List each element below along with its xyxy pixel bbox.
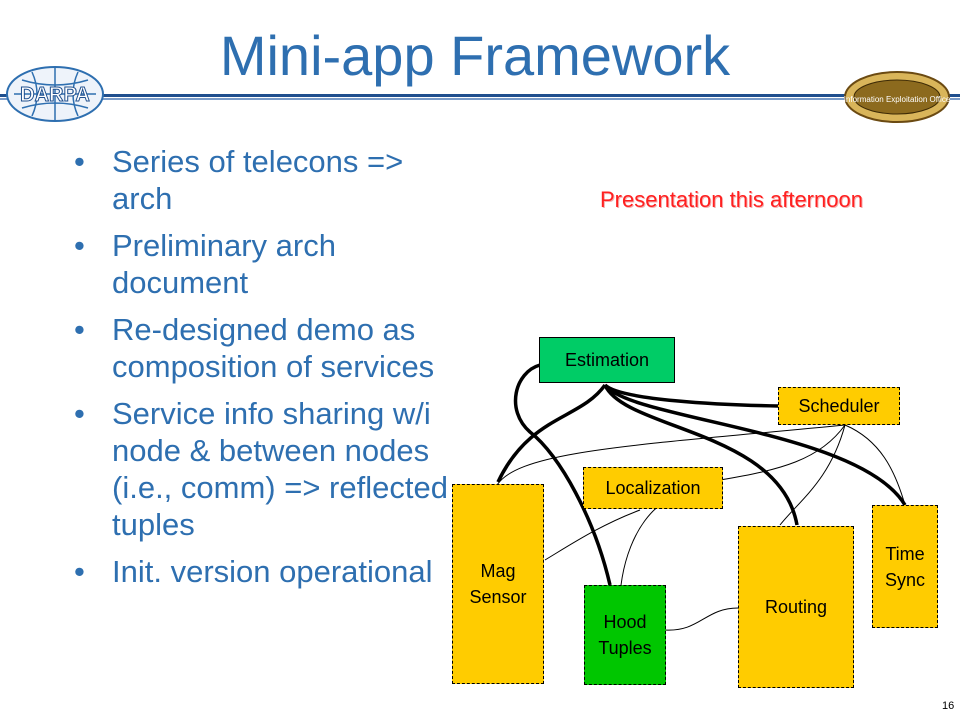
bullet-item: • Re-designed demo as composition of serv… bbox=[70, 311, 450, 385]
box-estimation[interactable]: Estimation bbox=[539, 337, 675, 383]
connector-thin bbox=[496, 424, 846, 486]
bullet-text: Re-designed demo as composition of servi… bbox=[112, 312, 435, 384]
title-rule bbox=[0, 94, 960, 101]
box-routing[interactable]: Routing bbox=[738, 526, 854, 688]
connector-thick bbox=[513, 363, 612, 586]
bullet-text: Init. version operational bbox=[112, 554, 433, 589]
bullet-dot-icon: • bbox=[74, 144, 85, 179]
darpa-logo: DARPA bbox=[6, 66, 104, 122]
title-rule-line-light bbox=[0, 98, 960, 100]
bullet-dot-icon: • bbox=[74, 554, 85, 589]
bullet-text: Preliminary arch document bbox=[112, 228, 336, 300]
bullet-dot-icon: • bbox=[74, 312, 85, 347]
bullet-dot-icon: • bbox=[74, 396, 85, 431]
page-number: 16 bbox=[942, 700, 955, 712]
ieo-logo: Information Exploitation Office bbox=[844, 71, 951, 123]
connector-thick bbox=[603, 384, 799, 526]
connector-thick bbox=[496, 383, 607, 483]
connector-thick bbox=[603, 383, 907, 506]
bullet-text: Service info sharing w/i node & between … bbox=[112, 396, 448, 542]
bullet-item: • Service info sharing w/i node & between… bbox=[70, 395, 450, 543]
box-scheduler[interactable]: Scheduler bbox=[778, 387, 900, 425]
connector-thin bbox=[544, 509, 641, 561]
connector-thin bbox=[719, 424, 846, 481]
box-mag-sensor[interactable]: Mag Sensor bbox=[452, 484, 544, 684]
box-localization[interactable]: Localization bbox=[583, 467, 723, 509]
slide-title: Mini-app Framework bbox=[219, 24, 731, 87]
darpa-logo-text: DARPA bbox=[20, 84, 90, 106]
connector-thin bbox=[844, 424, 906, 506]
bullet-dot-icon: • bbox=[74, 228, 85, 263]
connector-thick bbox=[603, 383, 779, 408]
presentation-note: Presentation this afternoon bbox=[600, 187, 863, 212]
bullet-item: • Series of telecons => arch bbox=[70, 143, 450, 217]
title-rule-line bbox=[0, 94, 960, 97]
connector-thin bbox=[664, 607, 739, 631]
bullet-text: Series of telecons => arch bbox=[112, 144, 404, 216]
connector-thin bbox=[779, 424, 846, 526]
bullet-item: • Preliminary arch document bbox=[70, 227, 450, 301]
box-time-sync[interactable]: Time Sync bbox=[872, 505, 938, 628]
box-hood-tuples[interactable]: Hood Tuples bbox=[584, 585, 666, 685]
bullet-list: • Series of telecons => arch • Preliminary… bbox=[70, 143, 450, 600]
ieo-logo-text: Information Exploitation Office bbox=[844, 95, 951, 104]
bullet-item: • Init. version operational bbox=[70, 553, 450, 590]
